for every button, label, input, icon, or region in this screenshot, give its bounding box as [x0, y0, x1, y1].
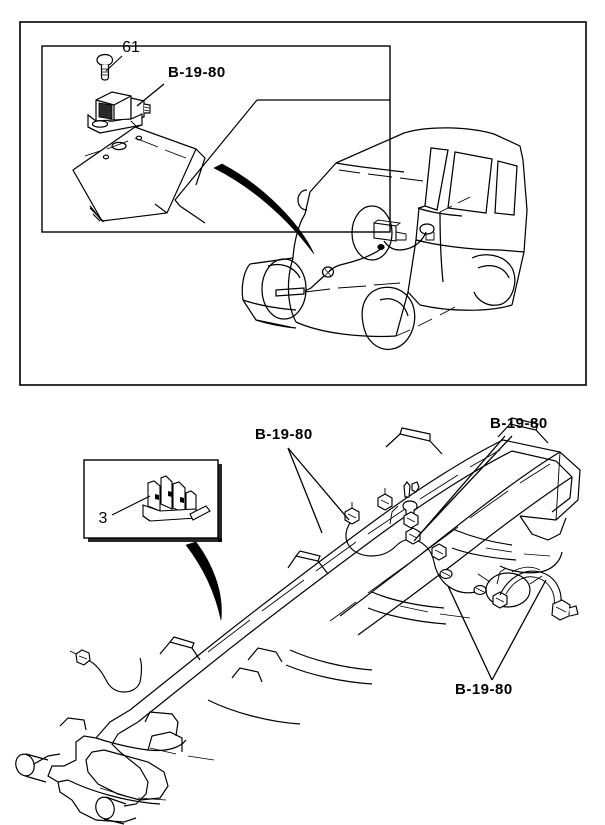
lower-part-number-3: 3 [99, 510, 108, 527]
frame-mid-reference-label: B-19-80 [255, 426, 313, 443]
clip-inset-shadow-right [218, 464, 222, 542]
brake-fitting-f [405, 527, 421, 545]
upper-part-number-61: 61 [122, 39, 140, 56]
upper-panel-border [19, 21, 587, 386]
panel-edge-line-a [89, 207, 105, 223]
brake-grommet-h [439, 568, 453, 580]
brake-hose-end-fitting [551, 599, 579, 621]
callout-arrow-lower [185, 541, 222, 621]
brake-fitting-g [431, 543, 447, 561]
label-61-leader [105, 55, 123, 72]
frame-right-reference-label: B-19-80 [490, 415, 548, 432]
brake-clip-d [403, 481, 420, 498]
harness-clip-icon [142, 475, 211, 522]
upper-reference-label: B-19-80 [168, 64, 226, 81]
brake-union-left [69, 649, 91, 666]
label-3-leader [111, 495, 151, 516]
callout-frame-lines [174, 99, 390, 224]
callout-arrow-upper [213, 163, 315, 255]
clip-inset-shadow [88, 538, 222, 542]
upper-b-19-80-leader [136, 83, 165, 107]
brake-line-assembly [69, 481, 579, 693]
frame-bottom-reference-label: B-19-80 [455, 681, 513, 698]
upper-panel: 61 B-19-80 [19, 21, 587, 386]
vehicle-illustration [241, 127, 528, 350]
sensor-bracket-assembly [87, 91, 151, 134]
lower-panel: 3 [15, 415, 581, 825]
panel-edge-line-b [154, 203, 168, 214]
brake-fitting-b [377, 488, 393, 511]
brake-grommet-i [473, 584, 487, 596]
bolt-61-icon [96, 53, 114, 81]
lower-leader-lines [287, 435, 547, 681]
brake-fitting-j [492, 591, 508, 609]
brake-fitting-e [403, 511, 419, 529]
